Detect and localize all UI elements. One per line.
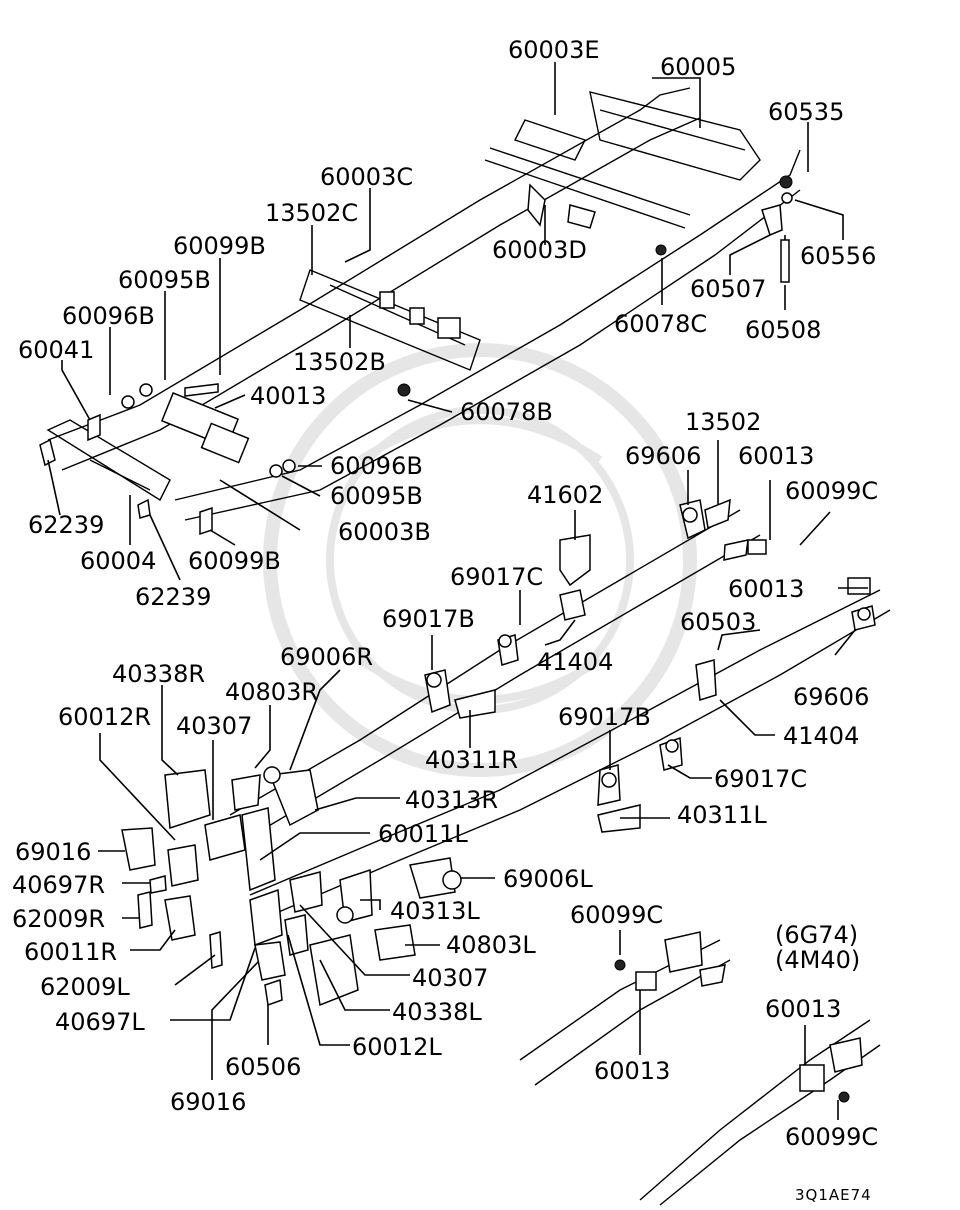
part-label: 60013 — [594, 1057, 670, 1085]
part-label: 13502C — [265, 199, 358, 227]
part-label: 13502 — [685, 408, 761, 436]
part-label: 60004 — [80, 547, 156, 575]
part-label: 60012L — [352, 1033, 442, 1061]
part-label: 69016 — [15, 838, 91, 866]
part-label: 40697L — [55, 1008, 145, 1036]
part-label: 60503 — [680, 608, 756, 636]
part-label: 60003B — [338, 518, 431, 546]
part-label: 60095B — [118, 266, 211, 294]
part-label: 60099C — [570, 901, 663, 929]
figure-code: 3Q1AE74 — [795, 1186, 872, 1204]
part-label: 62239 — [135, 583, 211, 611]
part-label: 40307 — [412, 964, 488, 992]
part-label: 69016 — [170, 1088, 246, 1116]
part-label: 60003C — [320, 163, 413, 191]
part-label: 40313R — [405, 786, 498, 814]
part-label: 60099B — [173, 232, 266, 260]
part-label: 60013 — [765, 995, 841, 1023]
part-label: 69017C — [714, 765, 807, 793]
part-label: 40803L — [446, 931, 536, 959]
part-label: 60003E — [508, 36, 600, 64]
part-label: 60095B — [330, 482, 423, 510]
part-label: 60003D — [492, 236, 587, 264]
part-label: 62239 — [28, 511, 104, 539]
part-label: 60099B — [188, 547, 281, 575]
part-label: 60078B — [460, 398, 553, 426]
part-label: 60013 — [728, 575, 804, 603]
part-label: 40307 — [176, 712, 252, 740]
part-label: 60041 — [18, 336, 94, 364]
part-label: 60508 — [745, 316, 821, 344]
part-label: 60012R — [58, 703, 151, 731]
part-label: 69606 — [625, 442, 701, 470]
part-label: 60096B — [62, 302, 155, 330]
part-label: 60011L — [378, 820, 468, 848]
engine-note-line: (6G74) — [775, 921, 858, 949]
part-label: 40697R — [12, 871, 105, 899]
part-label: 40313L — [390, 897, 480, 925]
part-label: 60013 — [738, 442, 814, 470]
part-label: 40311R — [425, 746, 518, 774]
engine-note-line: (4M40) — [775, 946, 860, 974]
part-label: 69006R — [280, 643, 373, 671]
part-label: 40338L — [392, 998, 482, 1026]
part-label: 60005 — [660, 53, 736, 81]
part-label: 69606 — [793, 683, 869, 711]
part-label: 41404 — [783, 722, 859, 750]
part-label: 60506 — [225, 1053, 301, 1081]
part-label: 60011R — [24, 938, 117, 966]
part-label: 69017C — [450, 563, 543, 591]
part-label: 40013 — [250, 382, 326, 410]
part-label: 60096B — [330, 452, 423, 480]
part-label: 69017B — [558, 703, 651, 731]
part-label: 60099C — [785, 1123, 878, 1151]
part-label: 13502B — [293, 348, 386, 376]
part-label: 69017B — [382, 605, 475, 633]
part-label: 40338R — [112, 660, 205, 688]
leader-lines — [47, 62, 868, 1120]
lower-rails — [229, 509, 891, 1206]
part-label: 41602 — [527, 481, 603, 509]
part-label: 69006L — [503, 865, 593, 893]
part-label: 62009L — [40, 973, 130, 1001]
part-label: 40803R — [225, 678, 318, 706]
part-label: 60099C — [785, 477, 878, 505]
main-frame — [39, 87, 801, 536]
part-label: 60507 — [690, 275, 766, 303]
part-label: 40311L — [677, 801, 767, 829]
part-label: 60078C — [614, 310, 707, 338]
engine-note: (6G74) (4M40) — [775, 921, 860, 974]
part-label: 60556 — [800, 242, 876, 270]
part-label: 62009R — [12, 905, 105, 933]
part-labels: 60003E 60005 60535 60003C 60556 13502C 6… — [12, 36, 878, 1151]
part-label: 60535 — [768, 98, 844, 126]
part-label: 41404 — [537, 648, 613, 676]
